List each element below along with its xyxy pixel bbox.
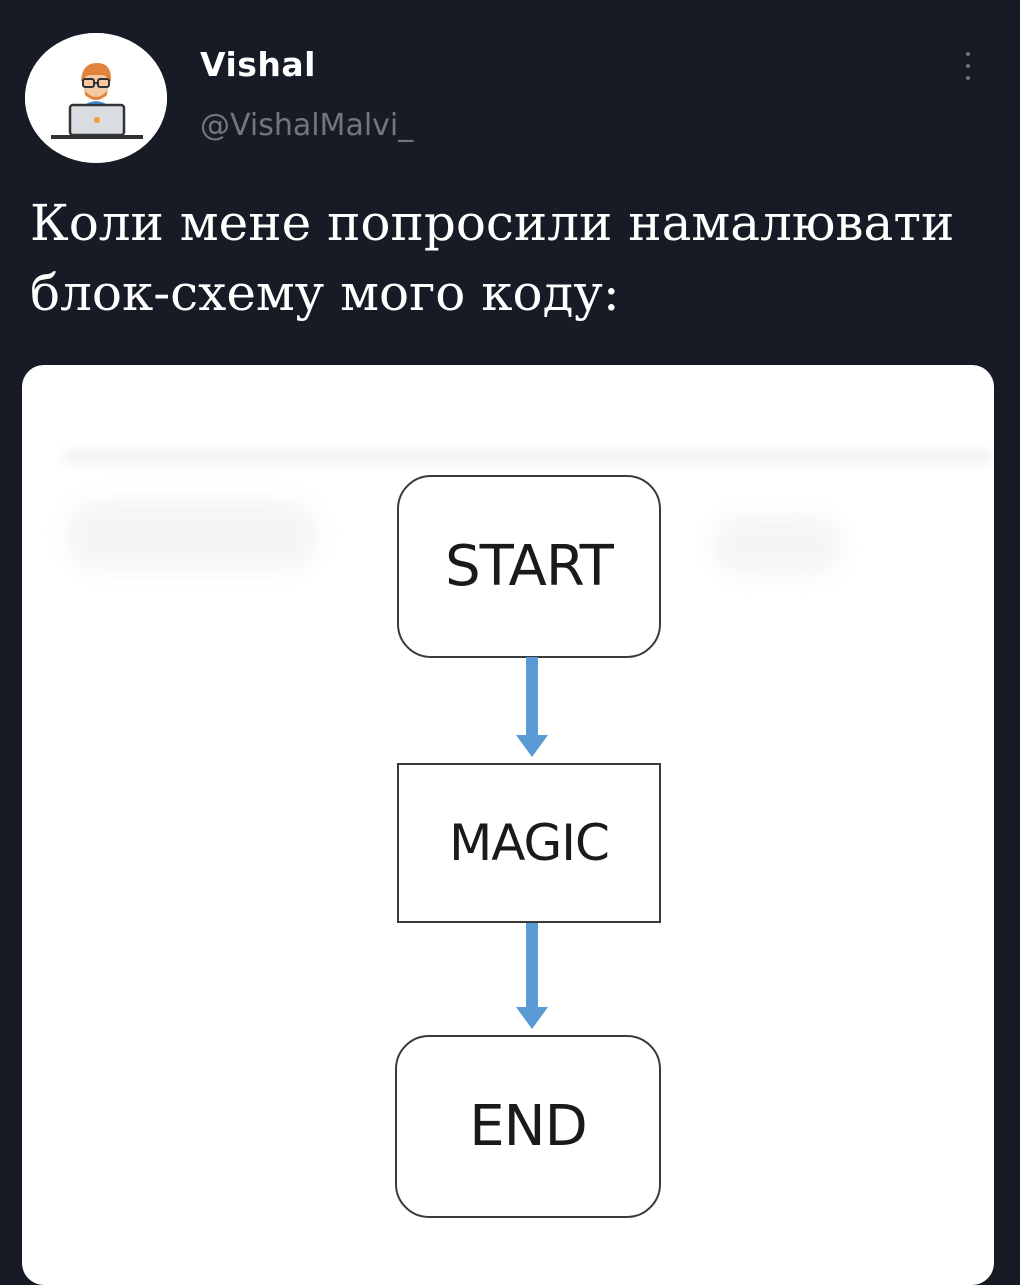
arrow-shaft xyxy=(526,923,538,1009)
more-options-button[interactable] xyxy=(955,48,981,84)
flowchart-arrow-down xyxy=(516,657,548,757)
arrow-head xyxy=(516,735,548,757)
flowchart-node-label: START xyxy=(445,534,614,599)
tweet-media-image[interactable]: START MAGIC END xyxy=(22,365,994,1285)
flowchart-node-label: END xyxy=(469,1094,587,1159)
flowchart-arrow-down xyxy=(516,923,548,1029)
flowchart-node-end: END xyxy=(395,1035,661,1218)
blurred-artifact xyxy=(62,450,992,464)
flowchart-node-label: MAGIC xyxy=(449,814,610,872)
blurred-artifact xyxy=(67,500,317,570)
tweet-text-line: Коли мене попросили намалювати xyxy=(30,194,955,252)
flowchart-node-magic: MAGIC xyxy=(397,763,661,923)
tweet-text-line: блок-схему мого коду: xyxy=(30,264,620,322)
display-name[interactable]: Vishal xyxy=(200,45,316,84)
user-handle[interactable]: @VishalMalvi_ xyxy=(200,108,414,143)
developer-at-laptop-icon xyxy=(25,33,167,163)
arrow-head xyxy=(516,1007,548,1029)
more-vertical-icon-dot xyxy=(966,76,970,80)
blurred-artifact xyxy=(712,515,842,575)
flowchart-node-start: START xyxy=(397,475,661,658)
more-vertical-icon-dot xyxy=(966,64,970,68)
tweet-text: Коли мене попросили намалювати блок-схем… xyxy=(30,188,990,328)
arrow-shaft xyxy=(526,657,538,737)
avatar[interactable] xyxy=(25,33,167,163)
more-vertical-icon xyxy=(966,52,970,56)
